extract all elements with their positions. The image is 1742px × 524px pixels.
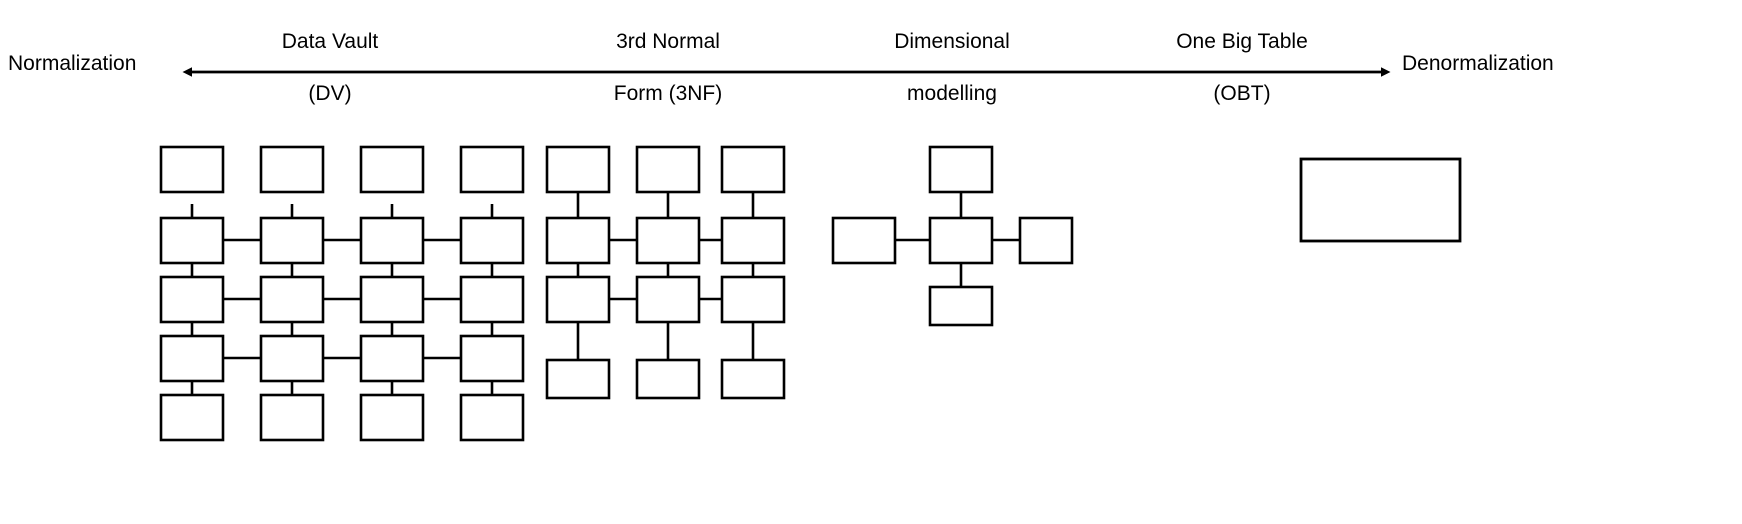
node-box (459, 216, 525, 265)
node-box (259, 334, 325, 383)
model-dimensional-modelling (831, 145, 1074, 327)
node-box (459, 334, 525, 383)
dimensional-modelling-edges (895, 192, 1020, 287)
third-normal-form-edges (576, 192, 755, 360)
stage-label-3nf-line2: Form (3NF) (613, 82, 723, 105)
model-third-normal-form (545, 145, 786, 400)
node-box (359, 334, 425, 383)
node-box (259, 145, 325, 194)
stage-label-dimensional-line1: Dimensional (894, 30, 1010, 53)
normalization-spectrum-arrow (182, 67, 1391, 77)
dimension-table-box-top (928, 145, 994, 194)
stage-label-obt-line2: (OBT) (1213, 82, 1271, 105)
node-box (635, 275, 701, 324)
node-box (635, 216, 701, 265)
model-data-vault (159, 145, 525, 442)
node-box (720, 216, 786, 265)
node-box (635, 358, 701, 400)
node-box (159, 334, 225, 383)
node-box (159, 216, 225, 265)
node-box (159, 275, 225, 324)
node-box (359, 145, 425, 194)
node-box (545, 145, 611, 194)
stage-label-data-vault-line1: Data Vault (281, 30, 379, 53)
one-big-table-box (1299, 157, 1462, 243)
fact-table-box (928, 216, 994, 265)
stage-label-obt-line1: One Big Table (1176, 30, 1308, 53)
node-box (359, 393, 425, 442)
stage-label-one-big-table: One Big Table (OBT) (1176, 3, 1308, 133)
node-box (459, 275, 525, 324)
node-box (720, 275, 786, 324)
axis-label-denormalization: Denormalization (1402, 52, 1554, 75)
node-box (459, 393, 525, 442)
dimension-table-box-left (831, 216, 897, 265)
stage-label-data-vault-line2: (DV) (308, 82, 352, 105)
stage-label-dimensional-line2: modelling (907, 82, 997, 105)
axis-label-normalization: Normalization (8, 52, 137, 75)
node-box (259, 393, 325, 442)
stage-label-data-vault: Data Vault (DV) (282, 3, 379, 133)
stage-label-third-normal-form: 3rd Normal Form (3NF) (614, 3, 723, 133)
node-box (359, 275, 425, 324)
stage-label-3nf-line1: 3rd Normal (616, 30, 720, 53)
node-box (159, 393, 225, 442)
data-vault-edges (190, 204, 494, 395)
node-box (159, 145, 225, 194)
node-box (259, 275, 325, 324)
node-box (259, 216, 325, 265)
node-box (545, 275, 611, 324)
dimension-table-box-bottom (928, 285, 994, 327)
node-box (459, 145, 525, 194)
model-one-big-table (1299, 157, 1462, 243)
stage-label-dimensional-modelling: Dimensional modelling (894, 3, 1010, 133)
dimension-table-box-right (1018, 216, 1074, 265)
node-box (545, 216, 611, 265)
node-box (635, 145, 701, 194)
node-box (545, 358, 611, 400)
node-box (720, 358, 786, 400)
node-box (720, 145, 786, 194)
node-box (359, 216, 425, 265)
